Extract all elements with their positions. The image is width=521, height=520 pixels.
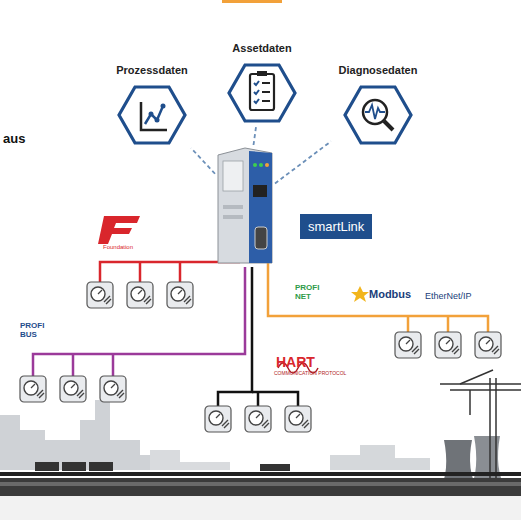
hart-logo: HART — [276, 355, 315, 370]
hexagon-label: Prozessdaten — [105, 64, 199, 76]
modbus-logo: Modbus — [369, 288, 411, 300]
hart-subtitle: COMMUNICATION PROTOCOL — [274, 371, 346, 377]
product-label: smartLink — [300, 214, 372, 239]
skyline — [0, 370, 521, 520]
data-hexagon: Prozessdaten — [105, 64, 199, 148]
hexagon-label: Assetdaten — [215, 42, 309, 54]
hexagon-label: Diagnosedaten — [331, 64, 425, 76]
top-stripe — [222, 0, 282, 3]
ethernetip-logo: EtherNet/IP — [425, 292, 472, 302]
cut-off-text: aus — [3, 132, 25, 146]
data-hexagon: Assetdaten — [215, 42, 309, 126]
dashed-connector — [275, 141, 331, 183]
data-hexagon: Diagnosedaten — [331, 64, 425, 148]
dashed-connector — [254, 126, 257, 145]
foundation-logo-text: Foundation — [103, 244, 133, 251]
hexagon-icon — [117, 84, 187, 146]
gateway-body — [215, 145, 275, 267]
bus-lines — [33, 262, 488, 406]
hexagon-icon — [343, 84, 413, 146]
gateway-device: smartLink — [215, 145, 275, 267]
profinet-logo: PROFI NET — [295, 284, 329, 302]
field-devices — [20, 282, 501, 432]
profibus-logo: PROFI BUS — [20, 322, 54, 340]
hexagon-icon — [227, 62, 297, 124]
dashed-connector — [191, 148, 215, 174]
